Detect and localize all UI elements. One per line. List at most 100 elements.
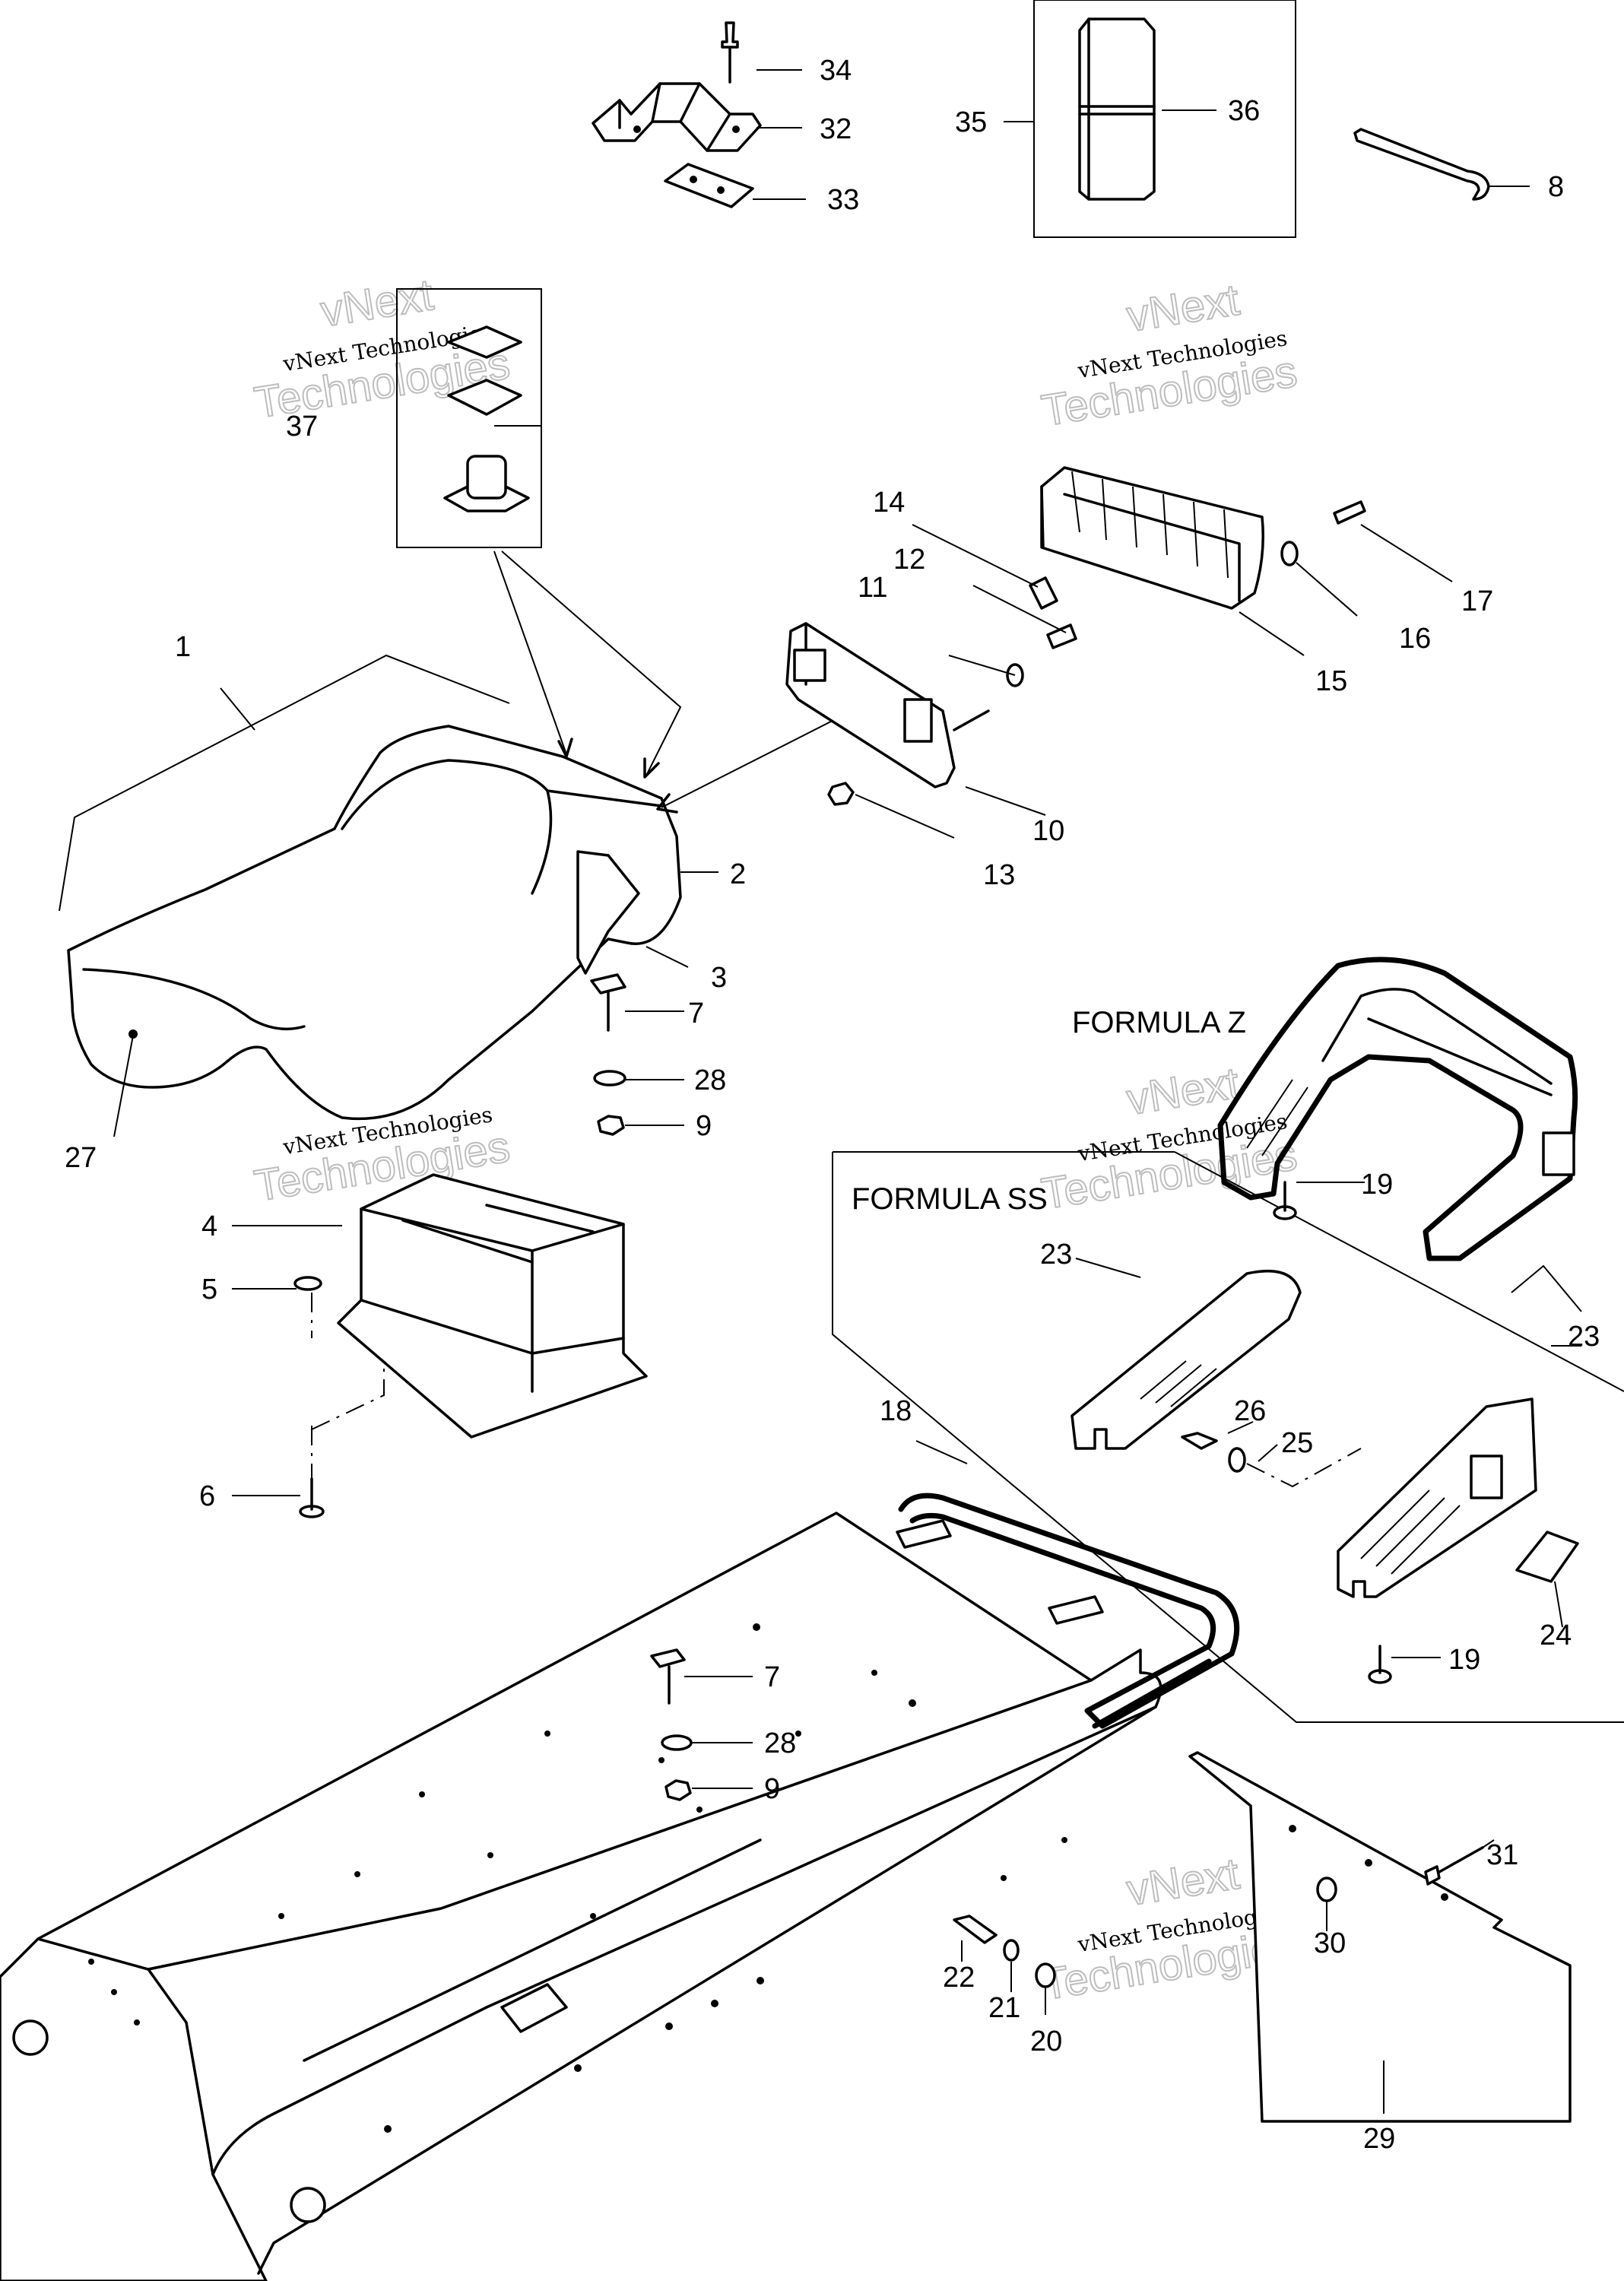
washer-16-part (1280, 541, 1299, 566)
lens-15-part (1040, 466, 1264, 610)
callout-16: 16 (1399, 623, 1431, 655)
callout-1: 1 (175, 631, 191, 663)
handle-23-right-part (1337, 1397, 1537, 1598)
stud-7-lower-part (650, 1648, 686, 1705)
cap-24-part (1515, 1531, 1579, 1583)
callout-7-lower: 7 (764, 1661, 780, 1693)
callout-22: 22 (943, 1962, 975, 1994)
callout-9-lower: 9 (764, 1773, 780, 1805)
tunnel-holes (88, 1623, 1067, 2133)
callout-11: 11 (858, 572, 887, 604)
bulb-14-part (1029, 576, 1058, 610)
callout-13: 13 (983, 859, 1015, 891)
callout-12: 12 (893, 544, 925, 576)
callout-10: 10 (1032, 815, 1064, 847)
callout-33: 33 (827, 184, 859, 216)
callout-25: 25 (1281, 1427, 1313, 1459)
callout-8: 8 (1548, 171, 1564, 203)
cover-36-part (1078, 17, 1156, 201)
box-4-part (337, 1173, 648, 1439)
callout-3: 3 (711, 962, 727, 994)
washer-5-part (293, 1276, 322, 1291)
rear-bumper-18-part (898, 1493, 1240, 1729)
nut-9-upper-part (597, 1115, 625, 1136)
screw-19-upper-part (1273, 1181, 1297, 1220)
callout-2: 2 (730, 858, 746, 890)
callout-5: 5 (201, 1274, 217, 1305)
washer-28-upper-part (593, 1070, 626, 1087)
nut-13-part (827, 782, 855, 806)
watermark-3: vNext vNext Technologies Technologies (250, 1052, 514, 1212)
svg-text:vNext: vNext (1124, 1849, 1243, 1915)
rivet-34-part (721, 21, 739, 84)
callout-28-lower: 28 (764, 1727, 796, 1759)
snowflap-29-part (1188, 1751, 1572, 2123)
screw-12-part (1046, 623, 1077, 649)
callout-4: 4 (201, 1210, 217, 1242)
tunnel-part (0, 1512, 1162, 2281)
axis-line-5-6 (311, 1293, 385, 1479)
callout-35: 35 (955, 106, 987, 138)
callout-37: 37 (286, 411, 318, 443)
handle-23-left-part (1071, 1270, 1302, 1450)
callouts: 34 32 33 35 36 8 37 1 14 12 11 17 16 15 … (65, 55, 1600, 2155)
callout-32: 32 (820, 113, 852, 145)
arrow-37-b (501, 550, 682, 776)
callout-34: 34 (820, 55, 852, 87)
callout-26: 26 (1234, 1395, 1266, 1427)
rivet-31-part (1424, 1846, 1484, 1886)
washer-28-lower-part (661, 1734, 693, 1751)
washer-21-part (1003, 1939, 1020, 1962)
formula-ss-label: FORMULA SS (852, 1182, 1048, 1216)
axis-line-25 (1246, 1448, 1362, 1488)
callout-18: 18 (880, 1395, 912, 1427)
kit-box-37 (396, 288, 542, 548)
bolt-22-part (953, 1915, 998, 1944)
callout-24: 24 (1540, 1620, 1572, 1651)
bumper-formula-z-part (1217, 956, 1578, 1261)
washer-25-part (1228, 1447, 1246, 1473)
seat-1-part (67, 725, 682, 1121)
svg-text:vNext: vNext (1124, 275, 1243, 341)
plate-33-part (664, 163, 754, 208)
callout-23-left: 23 (1040, 1239, 1072, 1271)
nut-20-part (1035, 1962, 1056, 1988)
screw-17-part (1333, 500, 1366, 525)
callout-14: 14 (873, 487, 905, 519)
svg-text:vNext: vNext (318, 270, 437, 336)
screw-19-lower-part (1368, 1645, 1392, 1684)
formula-z-label: FORMULA Z (1072, 1006, 1246, 1039)
callout-30: 30 (1314, 1927, 1346, 1959)
callout-27: 27 (65, 1142, 97, 1174)
callout-31: 31 (1486, 1839, 1518, 1871)
bracket-1 (59, 654, 510, 912)
callout-29: 29 (1363, 2123, 1395, 2155)
callout-23-right: 23 (1568, 1321, 1600, 1353)
callout-28-upper: 28 (694, 1064, 726, 1096)
callout-21: 21 (988, 1992, 1020, 2024)
bracket-32-part (592, 82, 762, 152)
callout-19-upper: 19 (1361, 1169, 1393, 1201)
stud-7-upper-part (590, 973, 626, 1032)
callout-36: 36 (1228, 95, 1260, 127)
kit-box-35 (1033, 0, 1296, 238)
callout-6: 6 (199, 1480, 215, 1512)
callout-17: 17 (1461, 585, 1493, 617)
callout-7-upper: 7 (688, 998, 704, 1029)
callout-20: 20 (1030, 2026, 1062, 2057)
callout-9-upper: 9 (696, 1110, 712, 1142)
nut-9-lower-part (665, 1779, 692, 1801)
bolt-26-part (1181, 1432, 1218, 1450)
callout-19-lower: 19 (1448, 1644, 1480, 1676)
formula-ss-box (832, 1151, 1624, 1723)
bolt-6-part (299, 1477, 325, 1518)
taillight-housing-10-part (785, 622, 990, 788)
watermark-2: vNext vNext Technologies Technologies (1038, 274, 1302, 436)
latch-37-part (443, 325, 530, 512)
arrow-37-a (493, 550, 567, 755)
callout-15: 15 (1315, 665, 1347, 697)
leader-lines (113, 69, 1582, 2114)
wrench-8-part (1353, 128, 1490, 201)
grommet-30-part (1316, 1877, 1337, 1902)
